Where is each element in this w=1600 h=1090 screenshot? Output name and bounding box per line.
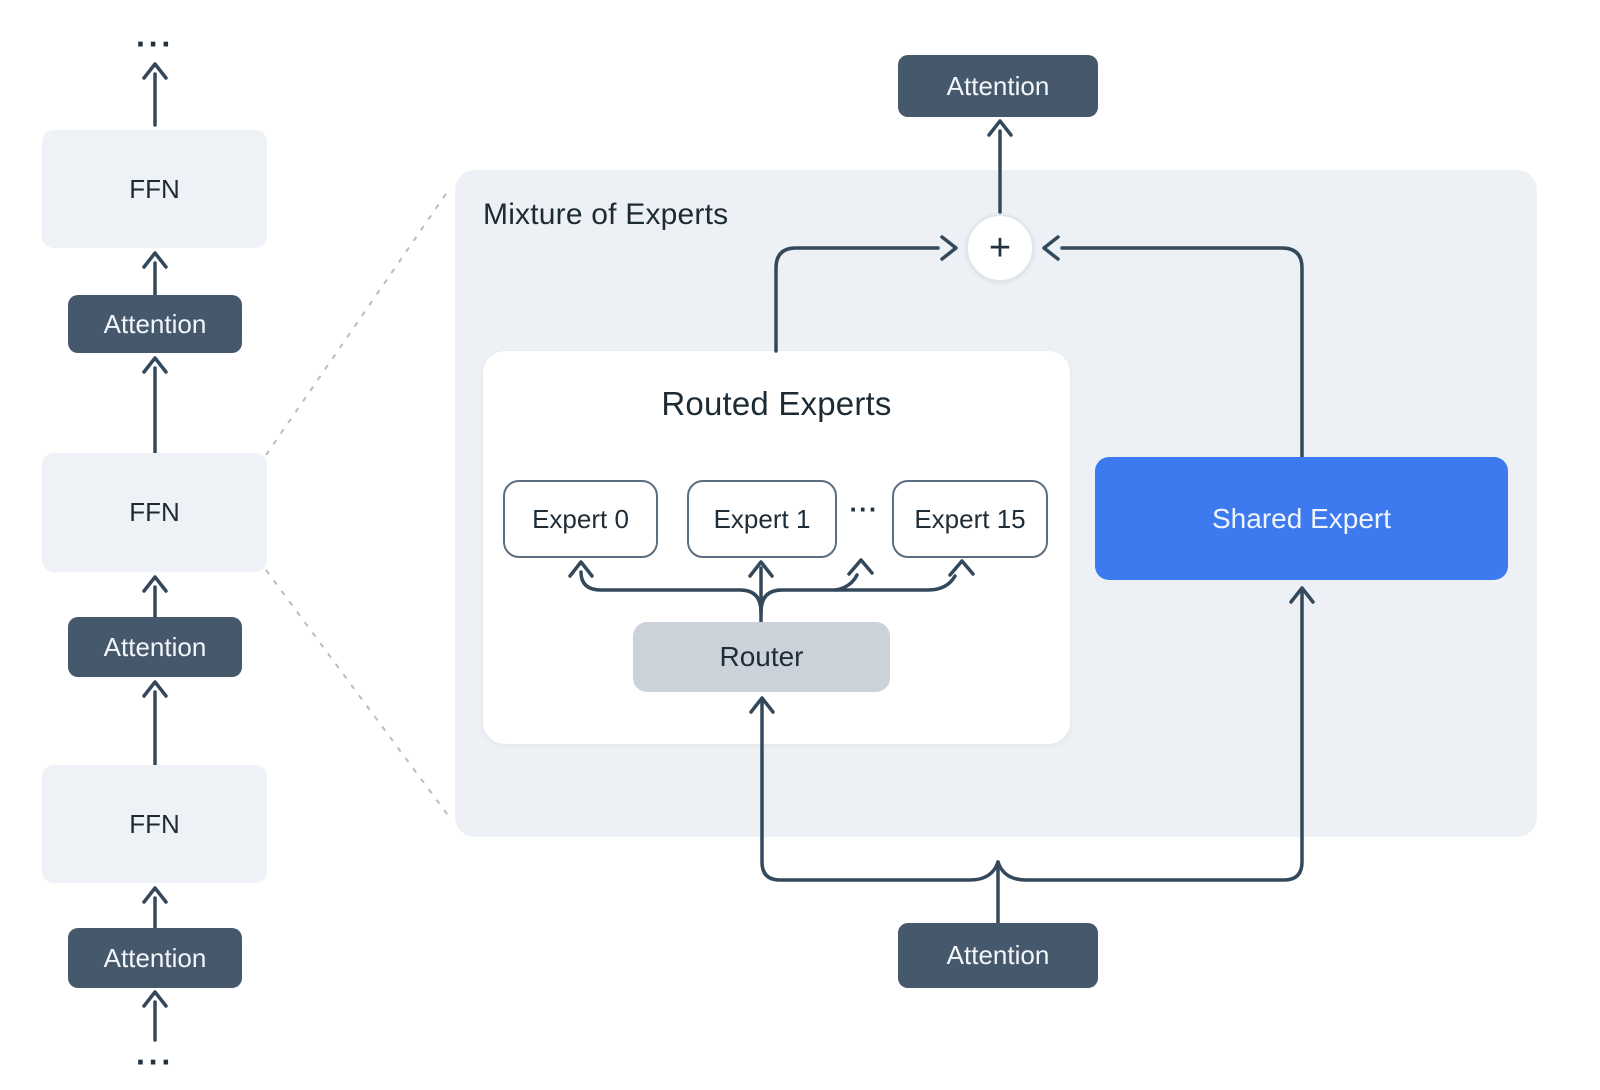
expert-15-label: Expert 15: [914, 503, 1026, 534]
expert-1-label: Expert 1: [713, 503, 811, 534]
plus-icon: +: [988, 227, 1012, 269]
shared-expert-box: Shared Expert: [1095, 457, 1508, 580]
sum-node: +: [966, 214, 1034, 282]
expert-1-box: Expert 1: [687, 480, 837, 558]
attention-box: Attention: [68, 295, 242, 353]
experts-ellipsis: ···: [849, 494, 879, 524]
attention-box: Attention: [68, 617, 242, 677]
attention-label: Attention: [103, 308, 207, 339]
dotted-expansion-line-top: [265, 187, 451, 456]
dotted-expansion-line-bottom: [265, 569, 451, 819]
router-label: Router: [719, 641, 804, 672]
ffn-box-expanded: FFN: [42, 453, 267, 572]
stack-ellipsis-bottom: ···: [136, 1044, 174, 1080]
attention-label: Attention: [946, 70, 1050, 101]
expert-15-box: Expert 15: [892, 480, 1048, 558]
attention-label: Attention: [103, 942, 207, 973]
routed-experts-title: Routed Experts: [661, 385, 892, 422]
expert-0-box: Expert 0: [503, 480, 658, 558]
shared-expert-label: Shared Expert: [1212, 502, 1391, 534]
ffn-label: FFN: [129, 497, 180, 527]
ffn-label: FFN: [129, 173, 180, 204]
attention-top-box: Attention: [898, 55, 1098, 117]
ffn-label: FFN: [129, 808, 180, 839]
ffn-box: FFN: [42, 130, 267, 248]
attention-box: Attention: [68, 928, 242, 988]
router-box: Router: [633, 622, 890, 692]
attention-label: Attention: [946, 940, 1050, 970]
moe-title: Mixture of Experts: [483, 198, 729, 231]
attention-bottom-box: Attention: [898, 923, 1098, 988]
attention-label: Attention: [103, 631, 207, 662]
stack-ellipsis-top: ···: [136, 26, 174, 62]
expert-0-label: Expert 0: [532, 503, 629, 534]
ffn-box: FFN: [42, 765, 267, 883]
